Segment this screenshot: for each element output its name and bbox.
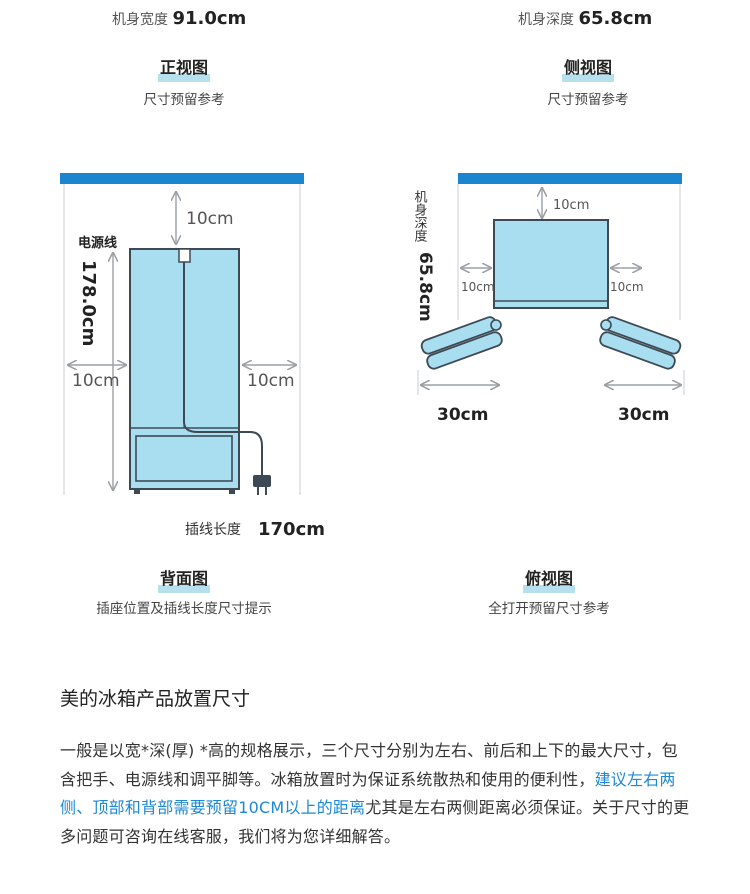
cord-length-value: 170cm (258, 519, 325, 540)
front-view-title: 正视图 (104, 58, 264, 82)
article-paragraph: 一般是以宽*深(厚) *高的规格展示，三个尺寸分别为左右、前后和上下的最大尺寸，… (60, 737, 692, 851)
paragraph-part-2: 尤其是左右两侧距离必须保证。关于尺寸的更多问题可咨询在线客服，我们将为您详细解答… (60, 798, 690, 846)
width-value: 91.0cm (172, 8, 247, 29)
cord-length-label: 插线长度 (185, 522, 241, 538)
top-view-title: 俯视图 (469, 569, 629, 593)
back-wall-bar (458, 173, 682, 184)
left-foot (134, 489, 140, 494)
top-gap-label: 10cm (186, 209, 234, 229)
right-foot (229, 489, 235, 494)
width-label: 机身宽度 (112, 12, 168, 28)
right-open-door (599, 316, 682, 370)
paragraph-highlight: 建议左右两侧、顶部和背部需要预留10CM以上的距离 (60, 769, 676, 818)
article-heading: 美的冰箱产品放置尺寸 (60, 688, 251, 710)
width-dimension: 机身宽度 91.0cm (112, 8, 246, 29)
topview-top-gap-label: 10cm (553, 198, 589, 213)
power-cord-line (183, 262, 263, 475)
left-gap-label: 10cm (72, 371, 120, 391)
height-label: 178.0cm (78, 260, 99, 346)
cord-socket (178, 248, 191, 263)
back-view-subtitle: 插座位置及插线长度尺寸提示 (96, 601, 272, 617)
top-view-diagram: 机身深度 65.8cm 10cm 10cm 10cm 30cm 30cm (412, 173, 685, 425)
topview-left-gap-label: 10cm (461, 280, 495, 294)
paragraph-part-1: 一般是以宽*深(厚) *高的规格展示，三个尺寸分别为左右、前后和上下的最大尺寸，… (60, 741, 678, 789)
side-view-subtitle: 尺寸预留参考 (547, 92, 629, 108)
topview-depth-label: 机身深度 (412, 190, 428, 242)
depth-value: 65.8cm (578, 8, 653, 29)
topview-right-gap-label: 10cm (610, 280, 644, 294)
depth-label: 机身深度 (518, 12, 574, 28)
left-door-label: 30cm (437, 405, 488, 425)
ceiling-bar (60, 173, 304, 184)
front-view-subtitle: 尺寸预留参考 (143, 92, 225, 108)
fridge-top-body (493, 219, 609, 309)
depth-dimension: 机身深度 65.8cm (518, 8, 652, 29)
back-view-diagram: 10cm 电源线 178.0cm 10cm 10cm 插线长度 170cm (60, 173, 325, 540)
right-gap-label: 10cm (247, 371, 295, 391)
power-cord-label: 电源线 (78, 235, 117, 251)
top-view-subtitle: 全打开预留尺寸参考 (488, 601, 610, 617)
bottom-drawer (135, 435, 233, 482)
plug-icon (253, 475, 271, 495)
topview-depth-value: 65.8cm (415, 252, 435, 322)
side-view-title: 侧视图 (508, 58, 668, 82)
back-view-title: 背面图 (104, 569, 264, 593)
right-door-label: 30cm (618, 405, 669, 425)
